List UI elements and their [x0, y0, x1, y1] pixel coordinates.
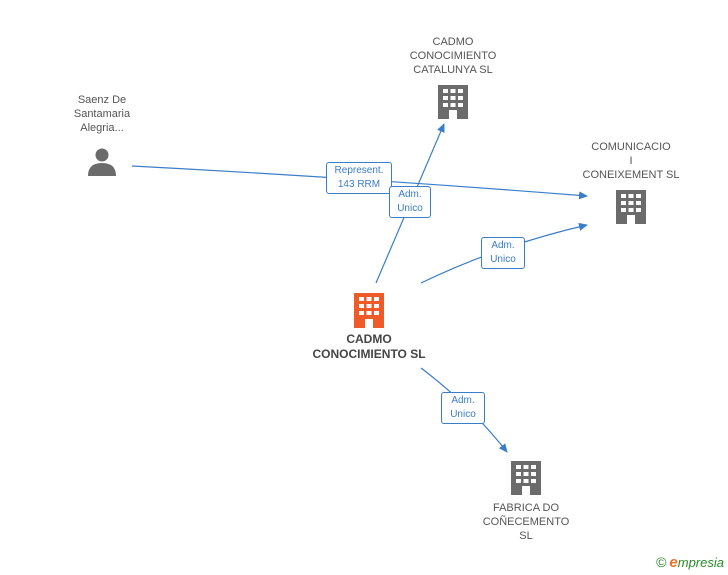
node-label-fabrica[interactable]: FABRICA DO COÑECEMENTO SL: [466, 501, 586, 543]
node-label-line: FABRICA DO: [492, 502, 560, 514]
edge-label-line: Unico: [450, 409, 476, 420]
edge-label-adm-fabrica[interactable]: Adm. Unico: [441, 392, 485, 424]
node-label-line: SL: [519, 530, 533, 542]
node-label-line: Saenz De: [77, 94, 127, 106]
edge-label-line: 143 RRM: [337, 179, 381, 190]
building-icon[interactable]: [616, 190, 646, 224]
edge-label-line: Adm.: [491, 240, 515, 251]
edge-label-line: Unico: [397, 203, 423, 214]
person-icon[interactable]: [88, 148, 116, 177]
node-label-comunicacio[interactable]: COMUNICACIO I CONEIXEMENT SL: [571, 140, 691, 182]
node-label-line: CADMO: [346, 332, 392, 346]
edge-label-line: Unico: [490, 254, 516, 265]
node-label-saenz[interactable]: Saenz De Santamaria Alegria...: [52, 93, 152, 135]
node-label-cadmo-main[interactable]: CADMO CONOCIMIENTO SL: [299, 332, 439, 362]
edge-label-line: Adm.: [451, 395, 475, 406]
edge-label-adm-comunicacio[interactable]: Adm. Unico: [481, 237, 525, 269]
copyright-symbol: ©: [656, 554, 667, 570]
node-label-line: CONEIXEMENT SL: [582, 169, 680, 181]
edge-label-line: Adm.: [398, 189, 422, 200]
node-label-line: COMUNICACIO: [591, 141, 671, 153]
node-label-line: CATALUNYA SL: [413, 64, 493, 76]
node-label-line: CADMO: [432, 36, 474, 48]
building-icon[interactable]: [438, 85, 468, 119]
node-label-cadmo-catalunya[interactable]: CADMO CONOCIMIENTO CATALUNYA SL: [393, 35, 513, 77]
brand-logo-initial: e: [669, 554, 678, 571]
main-building-icon[interactable]: [354, 293, 384, 328]
brand-logo-text: mpresia: [677, 555, 724, 570]
node-label-line: CONOCIMIENTO SL: [312, 347, 426, 361]
node-label-line: Santamaria: [73, 108, 131, 120]
edge-label-represent[interactable]: Represent. 143 RRM: [326, 162, 392, 194]
node-label-line: CONOCIMIENTO: [409, 50, 497, 62]
node-label-line: I: [629, 155, 633, 167]
node-label-line: Alegria...: [80, 122, 124, 134]
edge-label-line: Represent.: [334, 165, 384, 176]
building-icon[interactable]: [511, 461, 541, 495]
node-label-line: COÑECEMENTO: [482, 516, 570, 528]
brand-footer: ©empresia: [656, 554, 724, 571]
edge-label-adm-catalunya[interactable]: Adm. Unico: [389, 186, 431, 218]
